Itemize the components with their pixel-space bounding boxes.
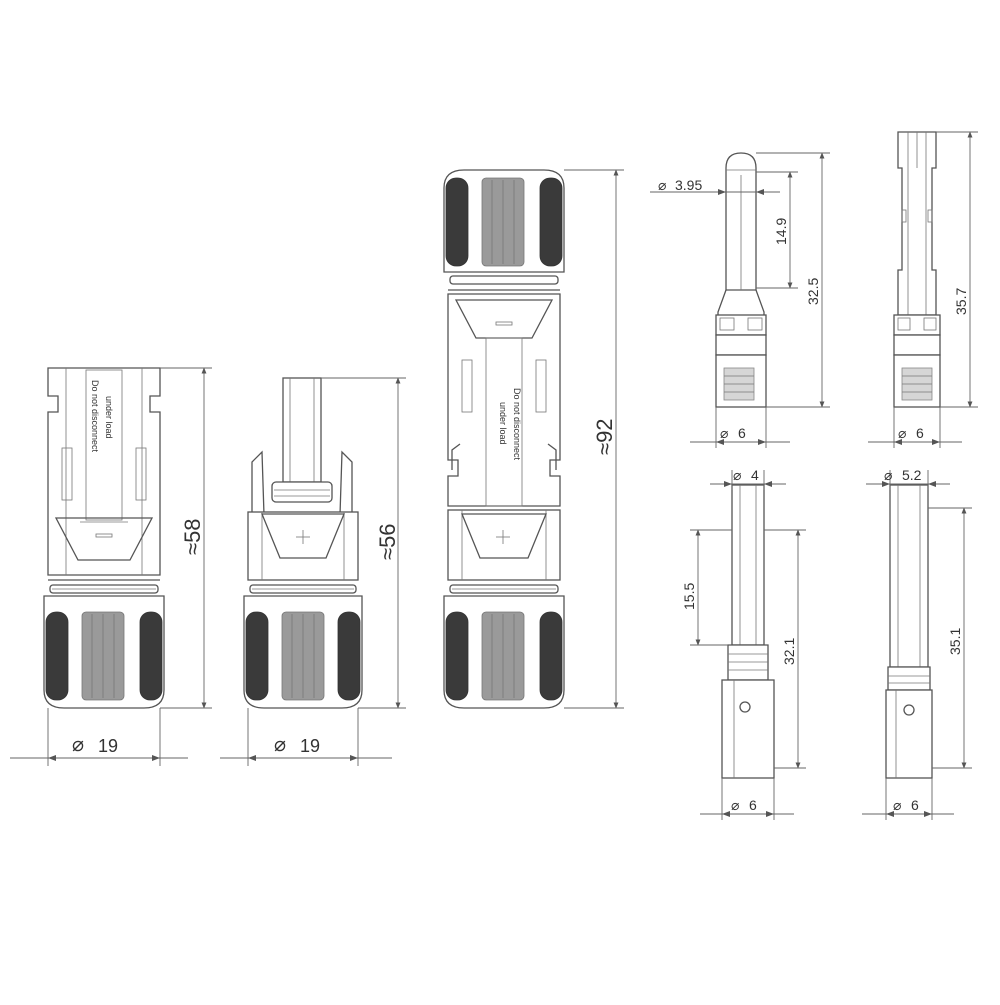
male-pin-side-diameter-label: 5.2 [902,467,922,483]
female-contact-tip-diameter-label: 3.95 [675,177,702,193]
male-pin-side-length-label: 35.1 [947,628,963,655]
female-contact-front-view: ⌀ 3.95 14.9 32.5 ⌀ 6 [650,152,830,448]
male-height-label: ≈56 [375,523,400,560]
diameter-icon: ⌀ [898,425,907,441]
female-contact-side-base-diameter-label: 6 [916,425,924,441]
male-pin-side-base-diameter-label: 6 [911,797,919,813]
female-diameter-label: 19 [98,736,118,756]
male-pin-side-view: ⌀ 5.2 35.1 ⌀ 6 [862,467,972,820]
diameter-icon: ⌀ [733,467,742,483]
female-contact-base-diameter-label: 6 [738,425,746,441]
female-height-label: ≈58 [180,518,205,555]
female-contact-side-view: 35.7 ⌀ 6 [868,131,978,448]
male-pin-diameter-label: 4 [751,467,759,483]
male-pin-front-view: ⌀ 4 15.5 32.1 ⌀ 6 [681,467,806,820]
male-pin-length-label: 15.5 [681,583,697,610]
diameter-icon: ⌀ [658,177,667,193]
pair-warning-label-line2: under load [498,402,508,445]
pair-height-label: ≈92 [592,418,617,455]
diameter-icon: ⌀ [274,734,286,756]
female-warning-label-line2: under load [104,396,114,439]
female-warning-label-line1: Do not disconnect [90,380,100,453]
diameter-icon: ⌀ [731,797,740,813]
female-contact-tip-length-label: 14.9 [773,218,789,245]
female-contact-length-label: 32.5 [805,278,821,305]
male-pin-total-length-label: 32.1 [781,638,797,665]
pair-warning-label-line1: Do not disconnect [512,388,522,461]
diameter-icon: ⌀ [72,734,84,756]
diameter-icon: ⌀ [884,467,893,483]
male-diameter-label: 19 [300,736,320,756]
mated-pair-view: Do not disconnect under load ≈92 [443,169,624,709]
male-connector-view: ≈56 ⌀ 19 [220,377,406,766]
male-pin-base-diameter-label: 6 [749,797,757,813]
diameter-icon: ⌀ [720,425,729,441]
female-connector-view: Do not disconnect under load ≈58 ⌀ 19 [10,367,212,766]
diameter-icon: ⌀ [893,797,902,813]
female-contact-side-length-label: 35.7 [953,288,969,315]
